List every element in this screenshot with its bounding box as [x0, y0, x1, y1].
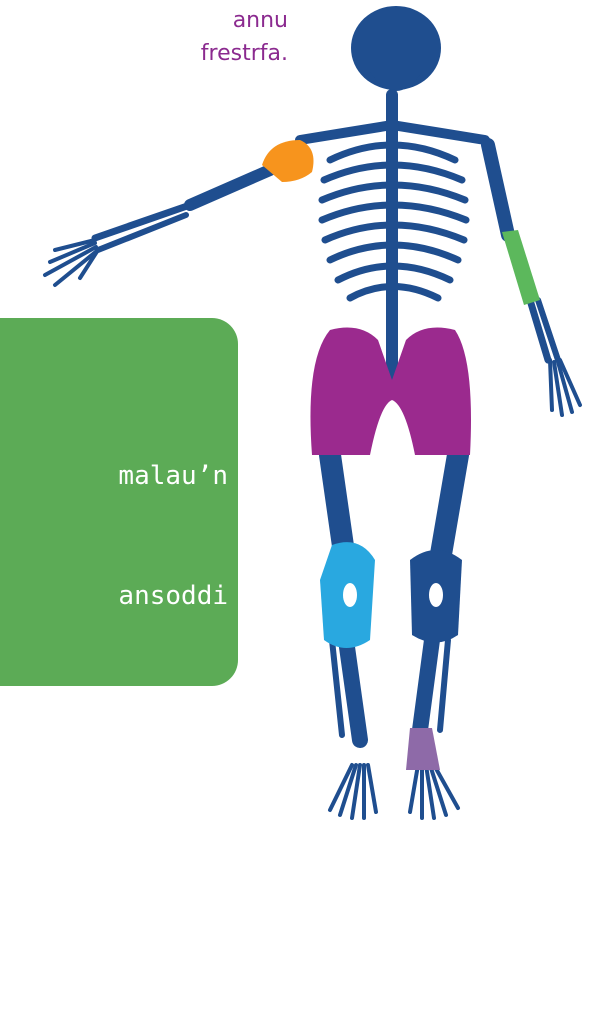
clavicle-right	[392, 125, 485, 140]
tibia-left	[346, 640, 360, 740]
hand-left	[45, 240, 98, 285]
tibia-right	[420, 640, 432, 730]
callout-line-5: ofal.	[0, 936, 228, 976]
foot-right	[410, 765, 458, 818]
knee-right-hole	[429, 583, 443, 607]
wrist-highlight	[502, 230, 540, 305]
hand-right	[550, 360, 580, 415]
fibula-right	[440, 640, 448, 730]
ankle-highlight	[406, 728, 440, 770]
clavicle-left	[300, 125, 392, 140]
jaw	[370, 72, 422, 91]
knee-left-hole	[343, 583, 357, 607]
foot-left	[330, 765, 376, 818]
humerus-right	[488, 145, 508, 235]
skeleton-illustration	[0, 0, 602, 826]
humerus-left	[190, 170, 270, 205]
femur-right	[440, 455, 458, 560]
